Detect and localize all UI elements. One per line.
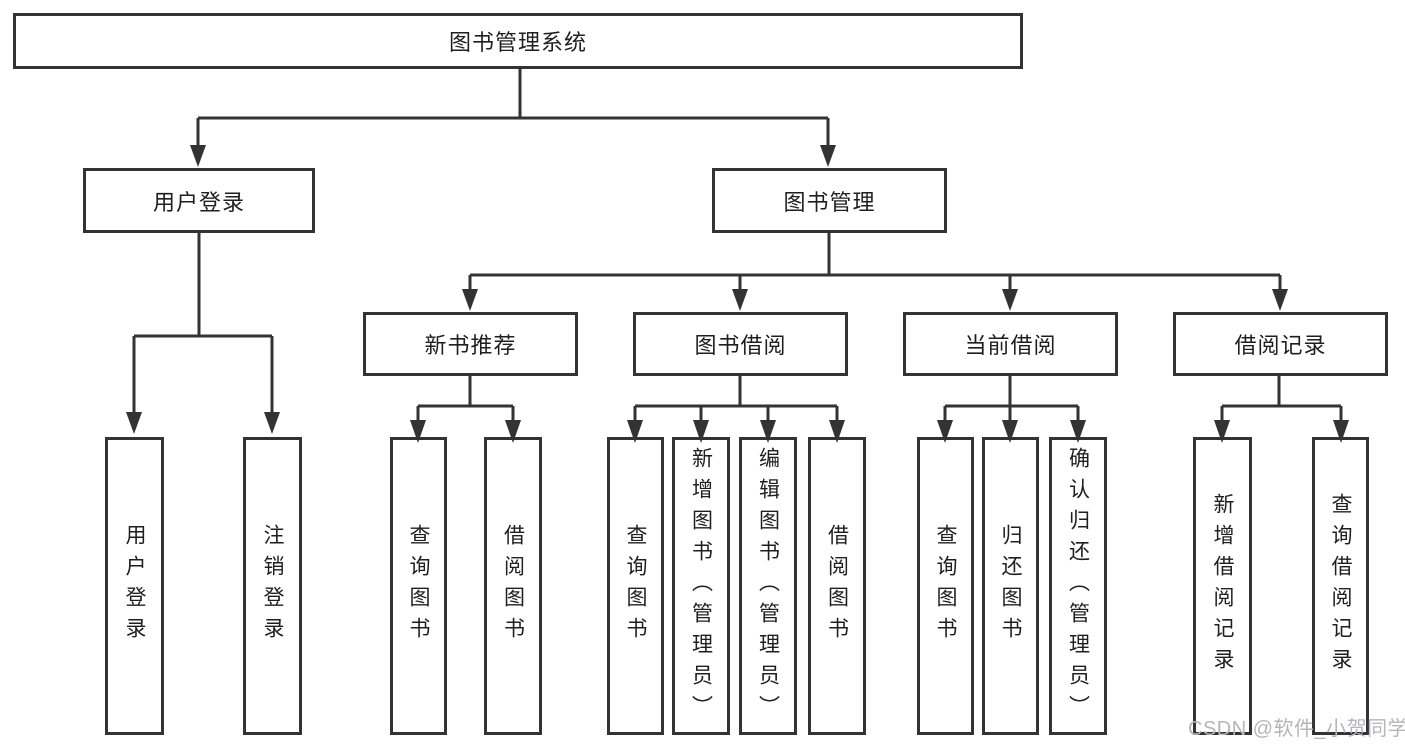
node-query-books-borrowing: 查询图书 bbox=[607, 437, 664, 735]
node-borrow-books-borrowing: 借阅图书 bbox=[808, 437, 866, 735]
node-add-book-admin: 新增图书（管理员） bbox=[672, 437, 730, 735]
node-user-login-action: 用户登录 bbox=[105, 437, 164, 735]
node-borrowing-records: 借阅记录 bbox=[1173, 312, 1388, 376]
node-library-management-system: 图书管理系统 bbox=[13, 13, 1023, 69]
connectors-book-management bbox=[462, 233, 1288, 311]
connectors-current-borrowing bbox=[937, 376, 1086, 443]
node-current-borrowing: 当前借阅 bbox=[903, 312, 1118, 376]
connectors-root-to-level2 bbox=[190, 69, 836, 167]
node-new-book-recommend: 新书推荐 bbox=[363, 312, 578, 376]
connectors-new-book-recommend bbox=[410, 376, 521, 443]
node-query-books-recommend: 查询图书 bbox=[390, 437, 447, 735]
node-return-book: 归还图书 bbox=[982, 437, 1039, 735]
node-add-borrow-record: 新增借阅记录 bbox=[1193, 437, 1252, 735]
node-query-books-current: 查询图书 bbox=[917, 437, 974, 735]
node-book-borrowing: 图书借阅 bbox=[633, 312, 848, 376]
connectors-borrowing-records bbox=[1214, 376, 1349, 443]
connectors-book-borrowing bbox=[627, 376, 845, 443]
node-borrow-books-recommend: 借阅图书 bbox=[484, 437, 542, 735]
node-logout: 注销登录 bbox=[243, 437, 302, 735]
csdn-watermark: CSDN @软件_小贺同学 bbox=[1188, 718, 1405, 740]
node-user-login: 用户登录 bbox=[83, 168, 315, 233]
node-book-management: 图书管理 bbox=[712, 168, 947, 233]
node-query-borrow-record: 查询借阅记录 bbox=[1312, 437, 1369, 735]
node-confirm-return-admin: 确认归还（管理员） bbox=[1049, 437, 1107, 735]
connectors-user-login bbox=[126, 233, 280, 434]
node-edit-book-admin: 编辑图书（管理员） bbox=[739, 437, 797, 735]
